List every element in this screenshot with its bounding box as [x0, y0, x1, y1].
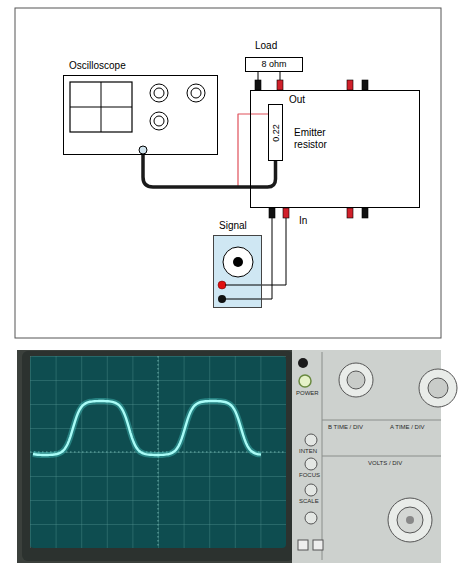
scope-photo: [17, 350, 457, 563]
scope-face: [70, 82, 205, 154]
device-label: Signal: [219, 220, 247, 232]
load-box: Load8 ohm: [245, 57, 303, 72]
terminal-label: Out: [289, 94, 305, 106]
signal-generator: [213, 235, 262, 308]
oscilloscope-box: Oscilloscope: [63, 75, 218, 155]
connector: [258, 72, 280, 80]
panel-frame: [15, 8, 441, 338]
connector: [143, 114, 276, 187]
control-label: FOCUS: [299, 472, 320, 479]
wire: [258, 72, 259, 80]
resistance-value: 0.22: [270, 124, 281, 142]
resistance-value: 8 ohm: [246, 59, 302, 70]
control-label: POWER: [296, 390, 319, 397]
control-label: VOLTS / DIV: [368, 460, 402, 467]
terminals: [255, 80, 368, 218]
device-label: Oscilloscope: [69, 60, 126, 72]
resistor-symbol: 0.22Emitter resistor: [268, 104, 283, 161]
control-label: SCALE: [299, 498, 319, 505]
control-label: B TIME / DIV: [328, 424, 363, 431]
wire: [238, 114, 268, 186]
terminal-label: In: [299, 215, 307, 227]
amplifier-box: OutIn0.22Emitter resistor: [250, 90, 420, 208]
signal-generator-box: Signal: [213, 235, 262, 308]
control-label: A TIME / DIV: [390, 424, 425, 431]
load-label: Load: [255, 40, 277, 52]
control-label: INTEN: [299, 448, 317, 455]
wire: [143, 155, 276, 187]
component-label: Emitter resistor: [294, 127, 356, 151]
wire: [280, 72, 281, 80]
